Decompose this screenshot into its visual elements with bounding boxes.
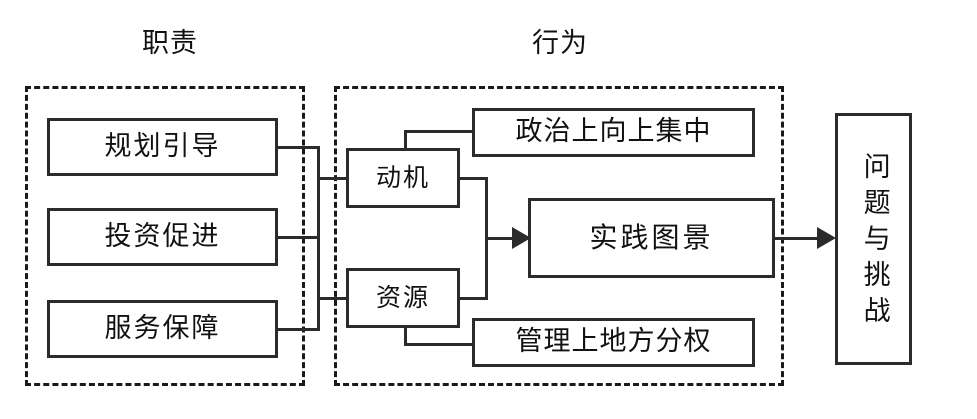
node-problems-challenges-label: 问题与挑战 — [858, 152, 890, 332]
node-problems-challenges[interactable]: 问题与挑战 — [835, 113, 912, 365]
connector-motivation-up — [404, 130, 407, 150]
connector-practice-to-result — [775, 237, 820, 240]
arrow-to-practice-landscape — [512, 227, 531, 249]
group-label-duty: 职责 — [142, 28, 198, 59]
connector-service-to-bus — [278, 328, 320, 331]
connector-bus-to-motivation — [317, 177, 349, 180]
connector-resource-right — [460, 297, 488, 300]
node-service-label: 服务保障 — [104, 312, 221, 344]
connector-resource-down — [404, 326, 407, 346]
connector-duty-bus — [317, 146, 320, 331]
node-resource[interactable]: 资源 — [346, 268, 460, 328]
node-administrative-decentralization[interactable]: 管理上地方分权 — [472, 318, 755, 367]
node-planning[interactable]: 规划引导 — [47, 118, 278, 176]
node-political-centralization-label: 政治上向上集中 — [515, 116, 712, 148]
connector-motivation-right — [460, 177, 488, 180]
node-investment[interactable]: 投资促进 — [47, 208, 278, 266]
node-investment-label: 投资促进 — [104, 220, 221, 252]
node-service[interactable]: 服务保障 — [47, 300, 278, 358]
connector-merge-to-practice — [485, 237, 513, 240]
connector-motivation-to-political — [404, 130, 474, 133]
group-container-behavior — [334, 86, 784, 386]
connector-resource-to-administrative — [404, 343, 474, 346]
node-motivation[interactable]: 动机 — [346, 148, 460, 208]
connector-bus-to-resource — [317, 297, 349, 300]
node-resource-label: 资源 — [375, 282, 430, 312]
arrow-to-problems-challenges — [817, 227, 836, 249]
connector-investment-to-bus — [278, 236, 320, 239]
node-motivation-label: 动机 — [375, 162, 430, 192]
node-practice-landscape[interactable]: 实践图景 — [528, 198, 775, 278]
node-administrative-decentralization-label: 管理上地方分权 — [515, 326, 712, 358]
node-planning-label: 规划引导 — [104, 130, 221, 162]
node-practice-landscape-label: 实践图景 — [589, 221, 714, 255]
node-political-centralization[interactable]: 政治上向上集中 — [472, 108, 755, 157]
group-label-behavior: 行为 — [532, 28, 588, 59]
connector-planning-to-bus — [278, 146, 320, 149]
